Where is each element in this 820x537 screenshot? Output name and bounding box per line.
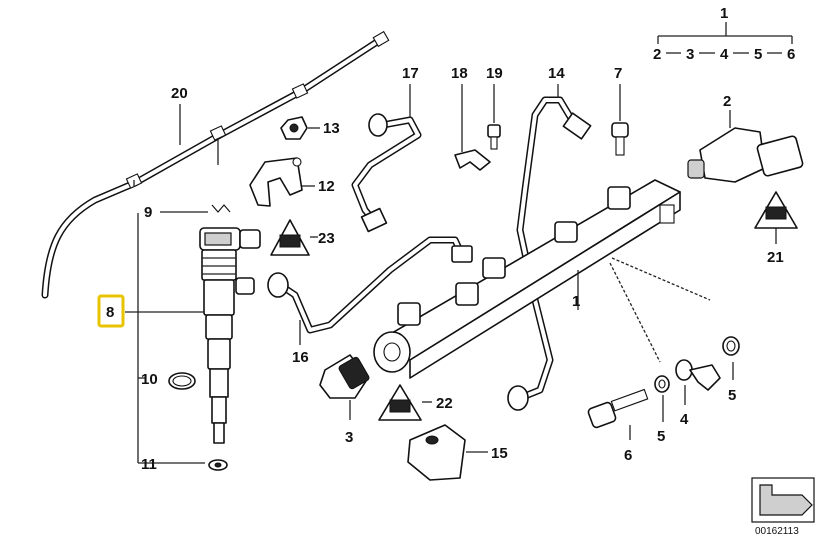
part-8-injector: 8 (97, 213, 261, 463)
index-tree: 1 2 3 4 5 6 (653, 5, 795, 63)
label-13[interactable]: 13 (323, 120, 340, 137)
label-4[interactable]: 4 (680, 411, 689, 428)
label-2-index[interactable]: 2 (653, 46, 661, 63)
part-17-fuel-line: 17 (351, 65, 422, 233)
label-8[interactable]: 8 (106, 304, 114, 321)
label-5-index[interactable]: 5 (754, 46, 762, 63)
label-5-bottom[interactable]: 5 (657, 428, 665, 445)
part-9-clip: 9 (144, 204, 231, 221)
label-1-top[interactable]: 1 (720, 5, 728, 22)
diagram-id-box: 00162113 (751, 477, 815, 537)
label-15[interactable]: 15 (491, 445, 508, 462)
label-12[interactable]: 12 (318, 178, 335, 195)
label-21[interactable]: 21 (767, 249, 784, 266)
label-16[interactable]: 16 (292, 349, 309, 366)
label-18[interactable]: 18 (451, 65, 468, 82)
label-1[interactable]: 1 (572, 293, 580, 310)
label-19[interactable]: 19 (486, 65, 503, 82)
label-7[interactable]: 7 (614, 65, 622, 82)
part-2-pressure-regulator: 2 (687, 93, 804, 183)
warning-icon-21: 21 (754, 191, 798, 266)
part-3-pressure-sensor: 3 (319, 354, 370, 446)
label-23[interactable]: 23 (318, 230, 335, 247)
highlight-box (97, 294, 125, 328)
label-10[interactable]: 10 (141, 371, 158, 388)
part-18-clamp: 18 (451, 65, 491, 171)
diagram-id: 00162113 (755, 526, 799, 537)
label-4-index[interactable]: 4 (720, 46, 729, 63)
label-3[interactable]: 3 (345, 429, 353, 446)
label-20[interactable]: 20 (171, 85, 188, 102)
label-11[interactable]: 11 (141, 456, 157, 473)
label-22[interactable]: 22 (436, 395, 453, 412)
part-12-bracket: 12 (249, 157, 335, 207)
part-11-washer: 11 (138, 456, 228, 473)
part-5-washer-bottom: 5 (654, 375, 670, 445)
part-1-common-rail: 1 (373, 179, 711, 379)
part-5-washer-right: 5 (722, 336, 740, 404)
part-6-hollow-bolt: 6 (587, 388, 649, 464)
part-19-screw: 19 (486, 65, 503, 150)
part-20-leak-off-hose: 20 (41, 30, 390, 299)
warning-icon-22: 22 (378, 384, 453, 421)
part-13-nut: 13 (280, 116, 340, 140)
label-6[interactable]: 6 (624, 447, 632, 464)
label-2[interactable]: 2 (723, 93, 731, 110)
label-5-right[interactable]: 5 (728, 387, 736, 404)
part-7-bolt: 7 (611, 65, 629, 156)
part-16-fuel-line: 16 (267, 236, 473, 366)
part-14-fuel-line: 14 (507, 65, 592, 411)
part-4-banjo-connector: 4 (675, 359, 721, 428)
part-15-damper: 15 (407, 424, 508, 481)
label-6-index[interactable]: 6 (787, 46, 795, 63)
label-14[interactable]: 14 (548, 65, 565, 82)
label-3-index[interactable]: 3 (686, 46, 694, 63)
warning-icon-23: 23 (270, 219, 335, 256)
part-10-seal-ring: 10 (138, 371, 196, 390)
label-17[interactable]: 17 (402, 65, 419, 82)
label-9[interactable]: 9 (144, 204, 152, 221)
